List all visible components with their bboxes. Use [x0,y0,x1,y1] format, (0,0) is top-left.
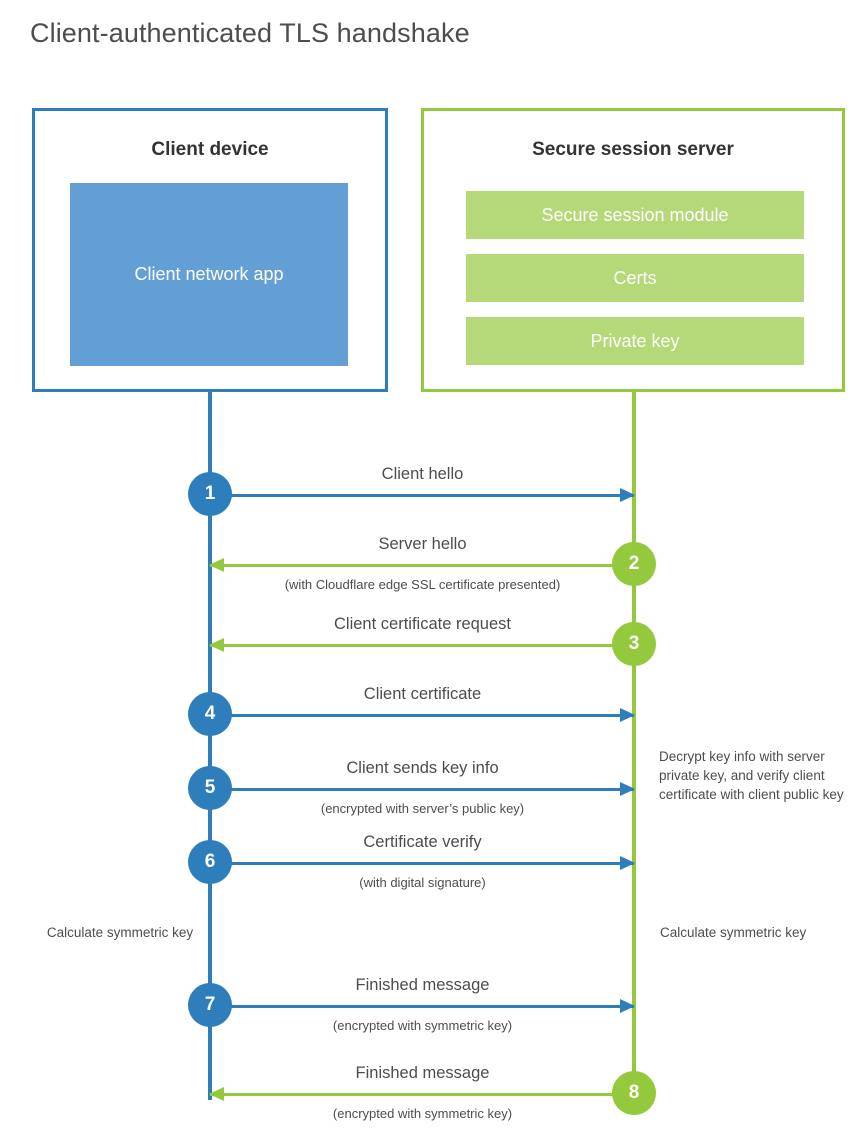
step-circle-8[interactable]: 8 [612,1071,656,1115]
message-sublabel-7: (encrypted with symmetric key) [332,1018,513,1033]
client-lifeline [208,391,212,1100]
message-label-1: Client hello [381,465,464,483]
message-line-4 [210,714,634,717]
message-sublabel-8: (encrypted with symmetric key) [332,1106,513,1121]
step-circle-7[interactable]: 7 [188,983,232,1027]
message-line-6 [210,862,634,865]
message-label-5: Client sends key info [346,759,499,777]
message-line-1 [210,494,634,497]
message-label-2: Server hello [378,535,467,553]
arrow-right-icon [620,999,635,1013]
message-sublabel-6: (with digital signature) [359,875,486,890]
certs-block: Certs [466,254,804,302]
client-device-box: Client device Client network app [32,108,388,392]
secure-session-server-box: Secure session server Secure session mod… [421,108,845,392]
secure-session-module-block: Secure session module [466,191,804,239]
message-label-8: Finished message [355,1064,490,1082]
step-circle-3[interactable]: 3 [612,622,656,666]
client-network-app-block: Client network app [70,183,348,366]
arrow-right-icon [620,782,635,796]
step-circle-6[interactable]: 6 [188,840,232,884]
note-decrypt-key-info: Decrypt key info with server private key… [659,749,844,803]
secure-session-server-title: Secure session server [532,139,734,160]
arrow-left-icon [209,1087,224,1101]
message-line-3 [210,644,634,647]
note-server-calculate-symmetric-key: Calculate symmetric key [660,925,807,940]
message-sublabel-2: (with Cloudflare edge SSL certificate pr… [284,577,561,592]
note-client-calculate-symmetric-key: Calculate symmetric key [46,925,194,940]
message-label-6: Certificate verify [363,833,482,851]
arrow-left-icon [209,638,224,652]
message-line-5 [210,788,634,791]
server-lifeline [632,391,636,1093]
arrow-left-icon [209,558,224,572]
message-line-2 [210,564,634,567]
step-circle-1[interactable]: 1 [188,472,232,516]
message-label-4: Client certificate [363,685,482,703]
message-label-7: Finished message [355,976,490,994]
client-device-title: Client device [151,139,269,160]
arrow-right-icon [620,708,635,722]
arrow-right-icon [620,856,635,870]
private-key-block: Private key [466,317,804,365]
message-line-7 [210,1005,634,1008]
arrow-right-icon [620,488,635,502]
message-sublabel-5: (encrypted with server’s public key) [320,801,525,816]
message-label-3: Client certificate request [334,615,511,633]
step-circle-5[interactable]: 5 [188,766,232,810]
page-title: Client-authenticated TLS handshake [30,18,470,48]
step-circle-2[interactable]: 2 [612,542,656,586]
step-circle-4[interactable]: 4 [188,692,232,736]
message-line-8 [210,1093,634,1096]
